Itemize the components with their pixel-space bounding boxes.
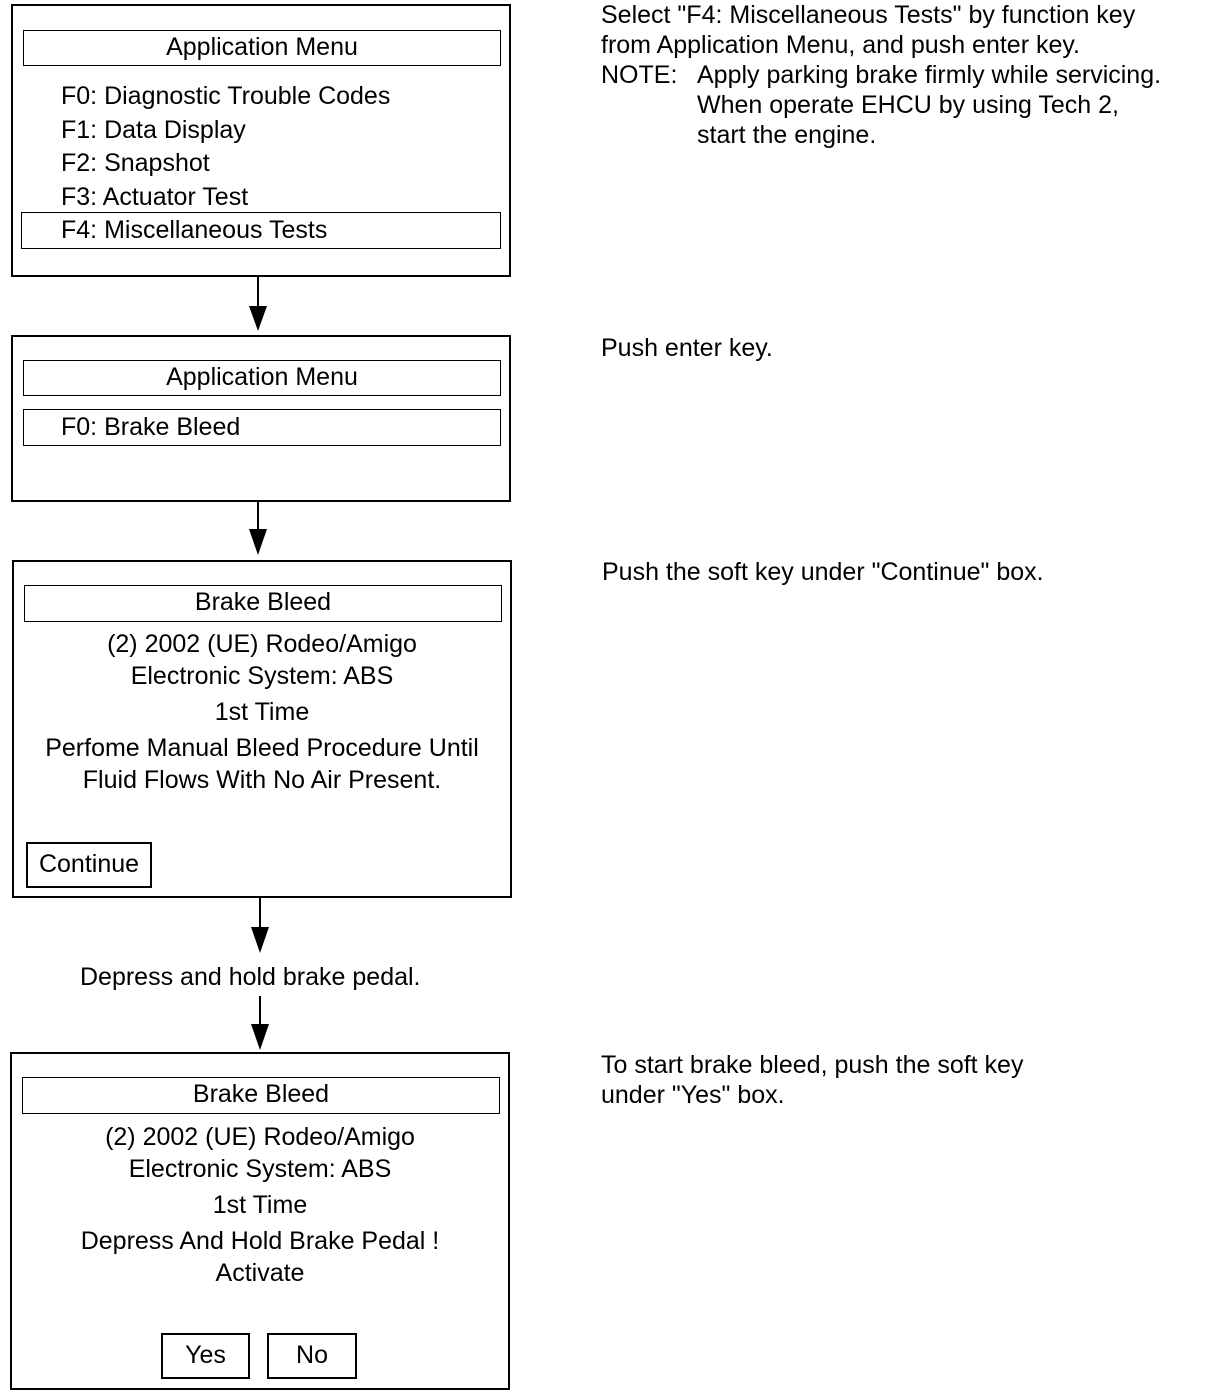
menu-item-brake-bleed[interactable]: F0: Brake Bleed bbox=[61, 413, 241, 441]
instruction-3: Push the soft key under "Continue" box. bbox=[602, 558, 1044, 586]
screen-title: Application Menu bbox=[23, 360, 501, 396]
note-label: NOTE: bbox=[601, 61, 678, 89]
note-line-1: Apply parking brake firmly while servici… bbox=[697, 61, 1162, 89]
no-button[interactable]: No bbox=[267, 1333, 357, 1379]
instruction-line-1: Perfome Manual Bleed Procedure Until bbox=[45, 734, 479, 762]
menu-item-actuator-test[interactable]: F3: Actuator Test bbox=[61, 183, 249, 211]
instruction-4-line-2: under "Yes" box. bbox=[601, 1081, 785, 1109]
brake-bleed-screen-activate: Brake Bleed (2) 2002 (UE) Rodeo/Amigo El… bbox=[10, 1052, 510, 1390]
note-line-2: When operate EHCU by using Tech 2, bbox=[697, 91, 1119, 119]
selected-item-highlight bbox=[21, 212, 501, 249]
flow-arrow-2 bbox=[249, 501, 267, 555]
flow-arrow-4 bbox=[251, 996, 269, 1050]
screen-title: Brake Bleed bbox=[24, 585, 502, 622]
flow-arrow-1 bbox=[249, 276, 267, 331]
instruction-1-line-2: from Application Menu, and push enter ke… bbox=[601, 31, 1080, 59]
vehicle-info: (2) 2002 (UE) Rodeo/Amigo bbox=[107, 630, 417, 658]
menu-item-snapshot[interactable]: F2: Snapshot bbox=[61, 149, 210, 177]
menu-item-data-display[interactable]: F1: Data Display bbox=[61, 116, 246, 144]
instruction-1-line-1: Select "F4: Miscellaneous Tests" by func… bbox=[601, 1, 1136, 29]
bleed-count: 1st Time bbox=[212, 1191, 308, 1219]
instruction-line: Depress And Hold Brake Pedal ! bbox=[80, 1227, 440, 1255]
activate-label: Activate bbox=[215, 1259, 305, 1287]
menu-item-diagnostic-trouble-codes[interactable]: F0: Diagnostic Trouble Codes bbox=[61, 82, 391, 110]
application-menu-screen-1: Application Menu F0: Diagnostic Trouble … bbox=[11, 4, 511, 277]
instruction-4-line-1: To start brake bleed, push the soft key bbox=[601, 1051, 1024, 1079]
bleed-count: 1st Time bbox=[214, 698, 310, 726]
flow-arrow-3 bbox=[251, 897, 269, 953]
system-info: Electronic System: ABS bbox=[128, 1155, 392, 1183]
yes-button[interactable]: Yes bbox=[161, 1333, 250, 1379]
selected-item-highlight bbox=[23, 409, 501, 446]
menu-item-miscellaneous-tests[interactable]: F4: Miscellaneous Tests bbox=[61, 216, 328, 244]
system-info: Electronic System: ABS bbox=[130, 662, 394, 690]
vehicle-info: (2) 2002 (UE) Rodeo/Amigo bbox=[105, 1123, 415, 1151]
step-depress-hold-pedal: Depress and hold brake pedal. bbox=[80, 963, 421, 991]
instruction-2: Push enter key. bbox=[601, 334, 773, 362]
application-menu-screen-2: Application Menu F0: Brake Bleed bbox=[11, 335, 511, 502]
screen-title: Brake Bleed bbox=[22, 1077, 500, 1114]
continue-button[interactable]: Continue bbox=[26, 842, 152, 888]
note-line-3: start the engine. bbox=[697, 121, 877, 149]
screen-title: Application Menu bbox=[23, 30, 501, 66]
brake-bleed-screen-continue: Brake Bleed (2) 2002 (UE) Rodeo/Amigo El… bbox=[12, 560, 512, 898]
instruction-line-2: Fluid Flows With No Air Present. bbox=[82, 766, 442, 794]
